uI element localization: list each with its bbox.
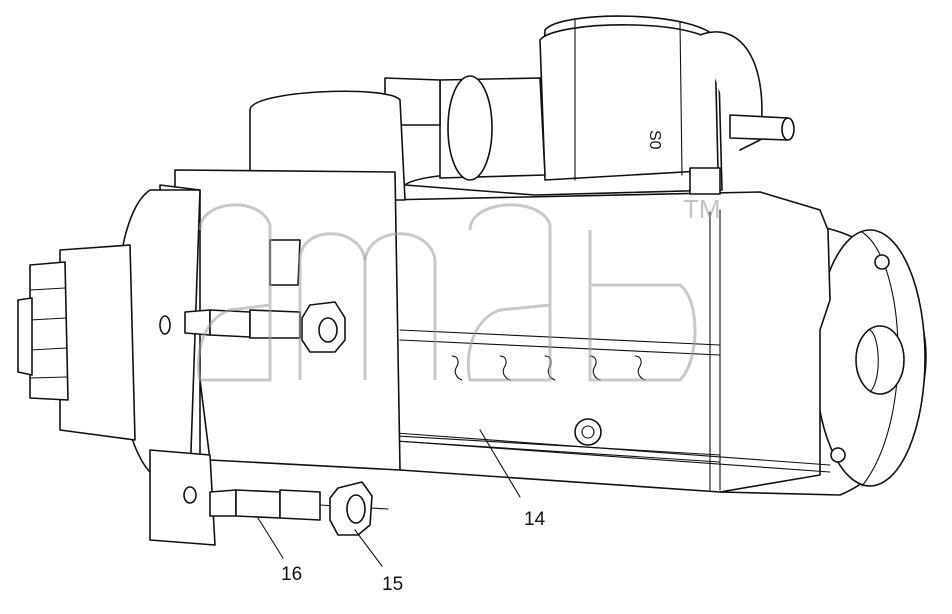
hex-nut-part-15 bbox=[329, 481, 373, 536]
watermark-logo: TM bbox=[196, 194, 721, 382]
pinion-assembly bbox=[17, 244, 136, 441]
callout-15: 15 bbox=[382, 574, 403, 595]
leader-line-14 bbox=[479, 429, 521, 498]
bolt-upper bbox=[184, 309, 301, 339]
callout-16: 16 bbox=[281, 564, 302, 585]
callout-14: 14 bbox=[524, 509, 546, 530]
solenoid: S0 bbox=[404, 15, 795, 196]
motor-housing bbox=[379, 191, 831, 493]
leader-line-15 bbox=[354, 529, 383, 567]
casting-mark: S0 bbox=[646, 130, 663, 150]
solenoid-neck bbox=[384, 75, 546, 181]
leader-line-16 bbox=[257, 517, 284, 559]
stud-bolt-part-16 bbox=[209, 489, 389, 521]
watermark-trademark: TM bbox=[683, 194, 721, 224]
